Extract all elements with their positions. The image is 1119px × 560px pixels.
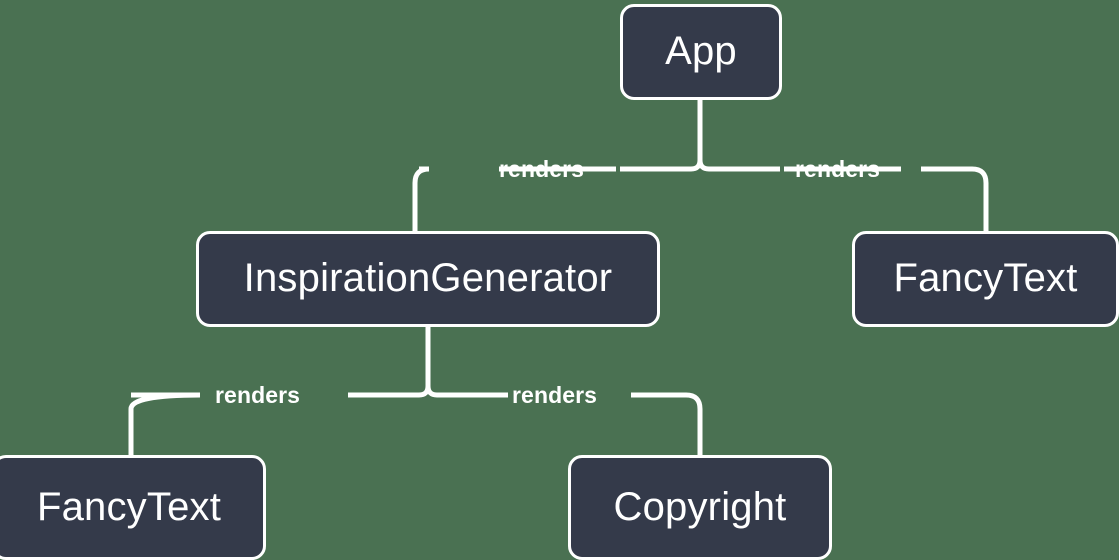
node-fancytext-bottom-left-label: FancyText [36, 484, 222, 529]
edge-label-app-renders-fancytext: renders [795, 156, 881, 182]
edge-inspirationgenerator-to-copyright [425, 385, 508, 398]
edge-app-to-inspirationgenerator [620, 159, 703, 172]
node-app-label: App [665, 29, 737, 73]
node-fancytext-right[interactable]: FancyText [852, 231, 1119, 327]
edge-app-to-inspirationgenerator-elbow [412, 166, 430, 231]
edge-app-to-fancytext-right [697, 159, 780, 172]
node-fancytext-right-label: FancyText [893, 256, 1078, 300]
edge-inspirationgenerator-to-copyright-run [631, 392, 703, 455]
node-app[interactable]: App [620, 4, 782, 100]
edge-label-inspirationgenerator-renders-copyright: renders [512, 382, 598, 408]
edge-app-to-fancytext-right-elbow [921, 166, 989, 231]
edge-label-inspirationgenerator-renders-fancytext: renders [215, 382, 301, 408]
edge-inspirationgenerator-to-fancytext [348, 385, 431, 398]
node-inspiration-generator[interactable]: InspirationGenerator [196, 231, 660, 327]
node-copyright-label: Copyright [613, 484, 787, 529]
node-inspiration-generator-label: InspirationGenerator [243, 256, 613, 300]
node-copyright[interactable]: Copyright [568, 455, 832, 560]
node-fancytext-bottom-left[interactable]: FancyText [0, 455, 266, 560]
edge-label-app-renders-inspirationgenerator: renders [499, 156, 585, 182]
edge-inspirationgenerator-to-fancytext-elbow [128, 392, 201, 455]
